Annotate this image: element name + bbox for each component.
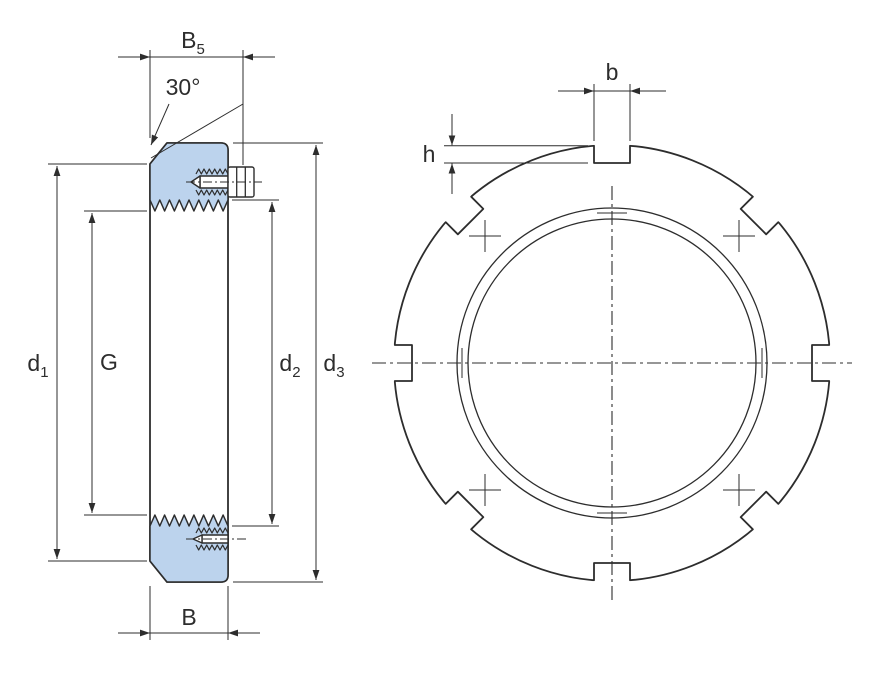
locking-screw bbox=[186, 166, 262, 198]
dim-d2: d2 bbox=[232, 199, 301, 527]
dim-label-slot-h: h bbox=[423, 141, 436, 167]
dim-b5: B5 bbox=[118, 27, 275, 165]
dim-slot-h: h bbox=[423, 114, 588, 194]
section-view: B5 30° d1 G d2 bbox=[27, 27, 345, 640]
section-fill-bottom bbox=[149, 514, 229, 583]
cross-mark bbox=[723, 220, 755, 252]
screw-hole-thread-bottom bbox=[195, 527, 229, 534]
dim-label-g: G bbox=[100, 349, 118, 375]
dim-label-b5: B5 bbox=[181, 27, 205, 58]
dim-label-d1: d1 bbox=[27, 350, 48, 381]
angle-construction-line bbox=[150, 103, 244, 159]
slot-notch bbox=[593, 120, 631, 164]
cross-mark bbox=[723, 474, 755, 506]
dim-label-b-width: B bbox=[181, 604, 196, 630]
dim-b-width: B bbox=[118, 586, 260, 640]
slot-notch bbox=[739, 178, 797, 236]
dim-d1: d1 bbox=[27, 163, 147, 562]
dim-d3: d3 bbox=[233, 142, 345, 583]
dim-chamfer-angle: 30° bbox=[150, 74, 244, 159]
screw-hole-thread-bottom bbox=[195, 544, 229, 551]
screw-hole-thread-top bbox=[195, 168, 229, 175]
dim-label-d2: d2 bbox=[279, 350, 300, 381]
dim-label-angle: 30° bbox=[166, 74, 201, 100]
cross-mark bbox=[469, 220, 501, 252]
dim-label-d3: d3 bbox=[323, 350, 344, 381]
dim-label-slot-b: b bbox=[606, 59, 619, 85]
slot-notch bbox=[739, 490, 797, 548]
dim-g: G bbox=[84, 210, 147, 516]
slot-notch bbox=[427, 178, 485, 236]
leader-arrow bbox=[150, 103, 170, 146]
pin-tip bbox=[192, 534, 203, 544]
slot-notch bbox=[427, 490, 485, 548]
locking-pin bbox=[186, 534, 246, 544]
cross-mark bbox=[469, 474, 501, 506]
screw-hole-thread-top bbox=[195, 189, 229, 196]
nut-body-outline bbox=[149, 142, 229, 583]
dim-slot-b: b bbox=[558, 59, 666, 141]
face-view: b h bbox=[369, 59, 855, 606]
